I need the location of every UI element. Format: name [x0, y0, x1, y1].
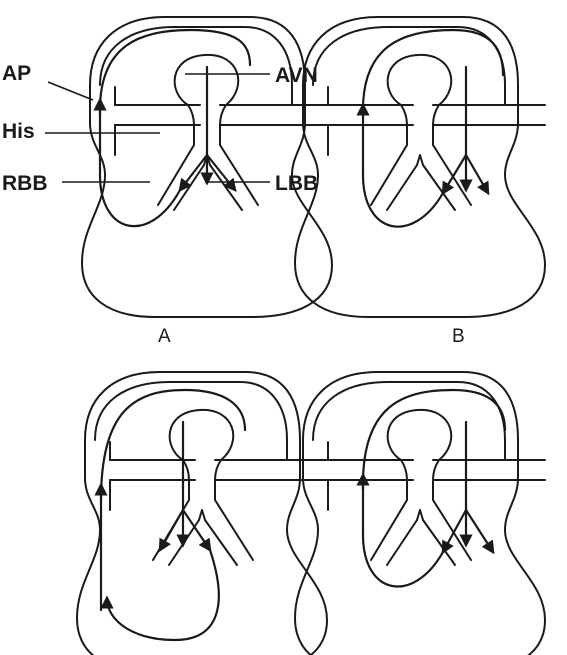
lbb-arrow: [205, 153, 237, 193]
label-avn: AVN: [275, 64, 318, 87]
panel-d: [294, 371, 546, 655]
ap-arrow: [93, 97, 182, 228]
rbb-arrow: [178, 153, 209, 193]
label-ap: AP: [2, 62, 31, 85]
panel-b: [294, 16, 546, 318]
caption-b: B: [452, 326, 465, 347]
label-rbb: RBB: [2, 172, 48, 195]
labels: AP His RBB AVN LBB A B: [2, 62, 465, 347]
label-his: His: [2, 120, 35, 143]
ap-leader: [47, 81, 94, 101]
caption-a: A: [158, 326, 171, 347]
panel-a: [81, 16, 333, 318]
label-lbb: LBB: [275, 172, 318, 195]
panel-c: [76, 371, 328, 655]
